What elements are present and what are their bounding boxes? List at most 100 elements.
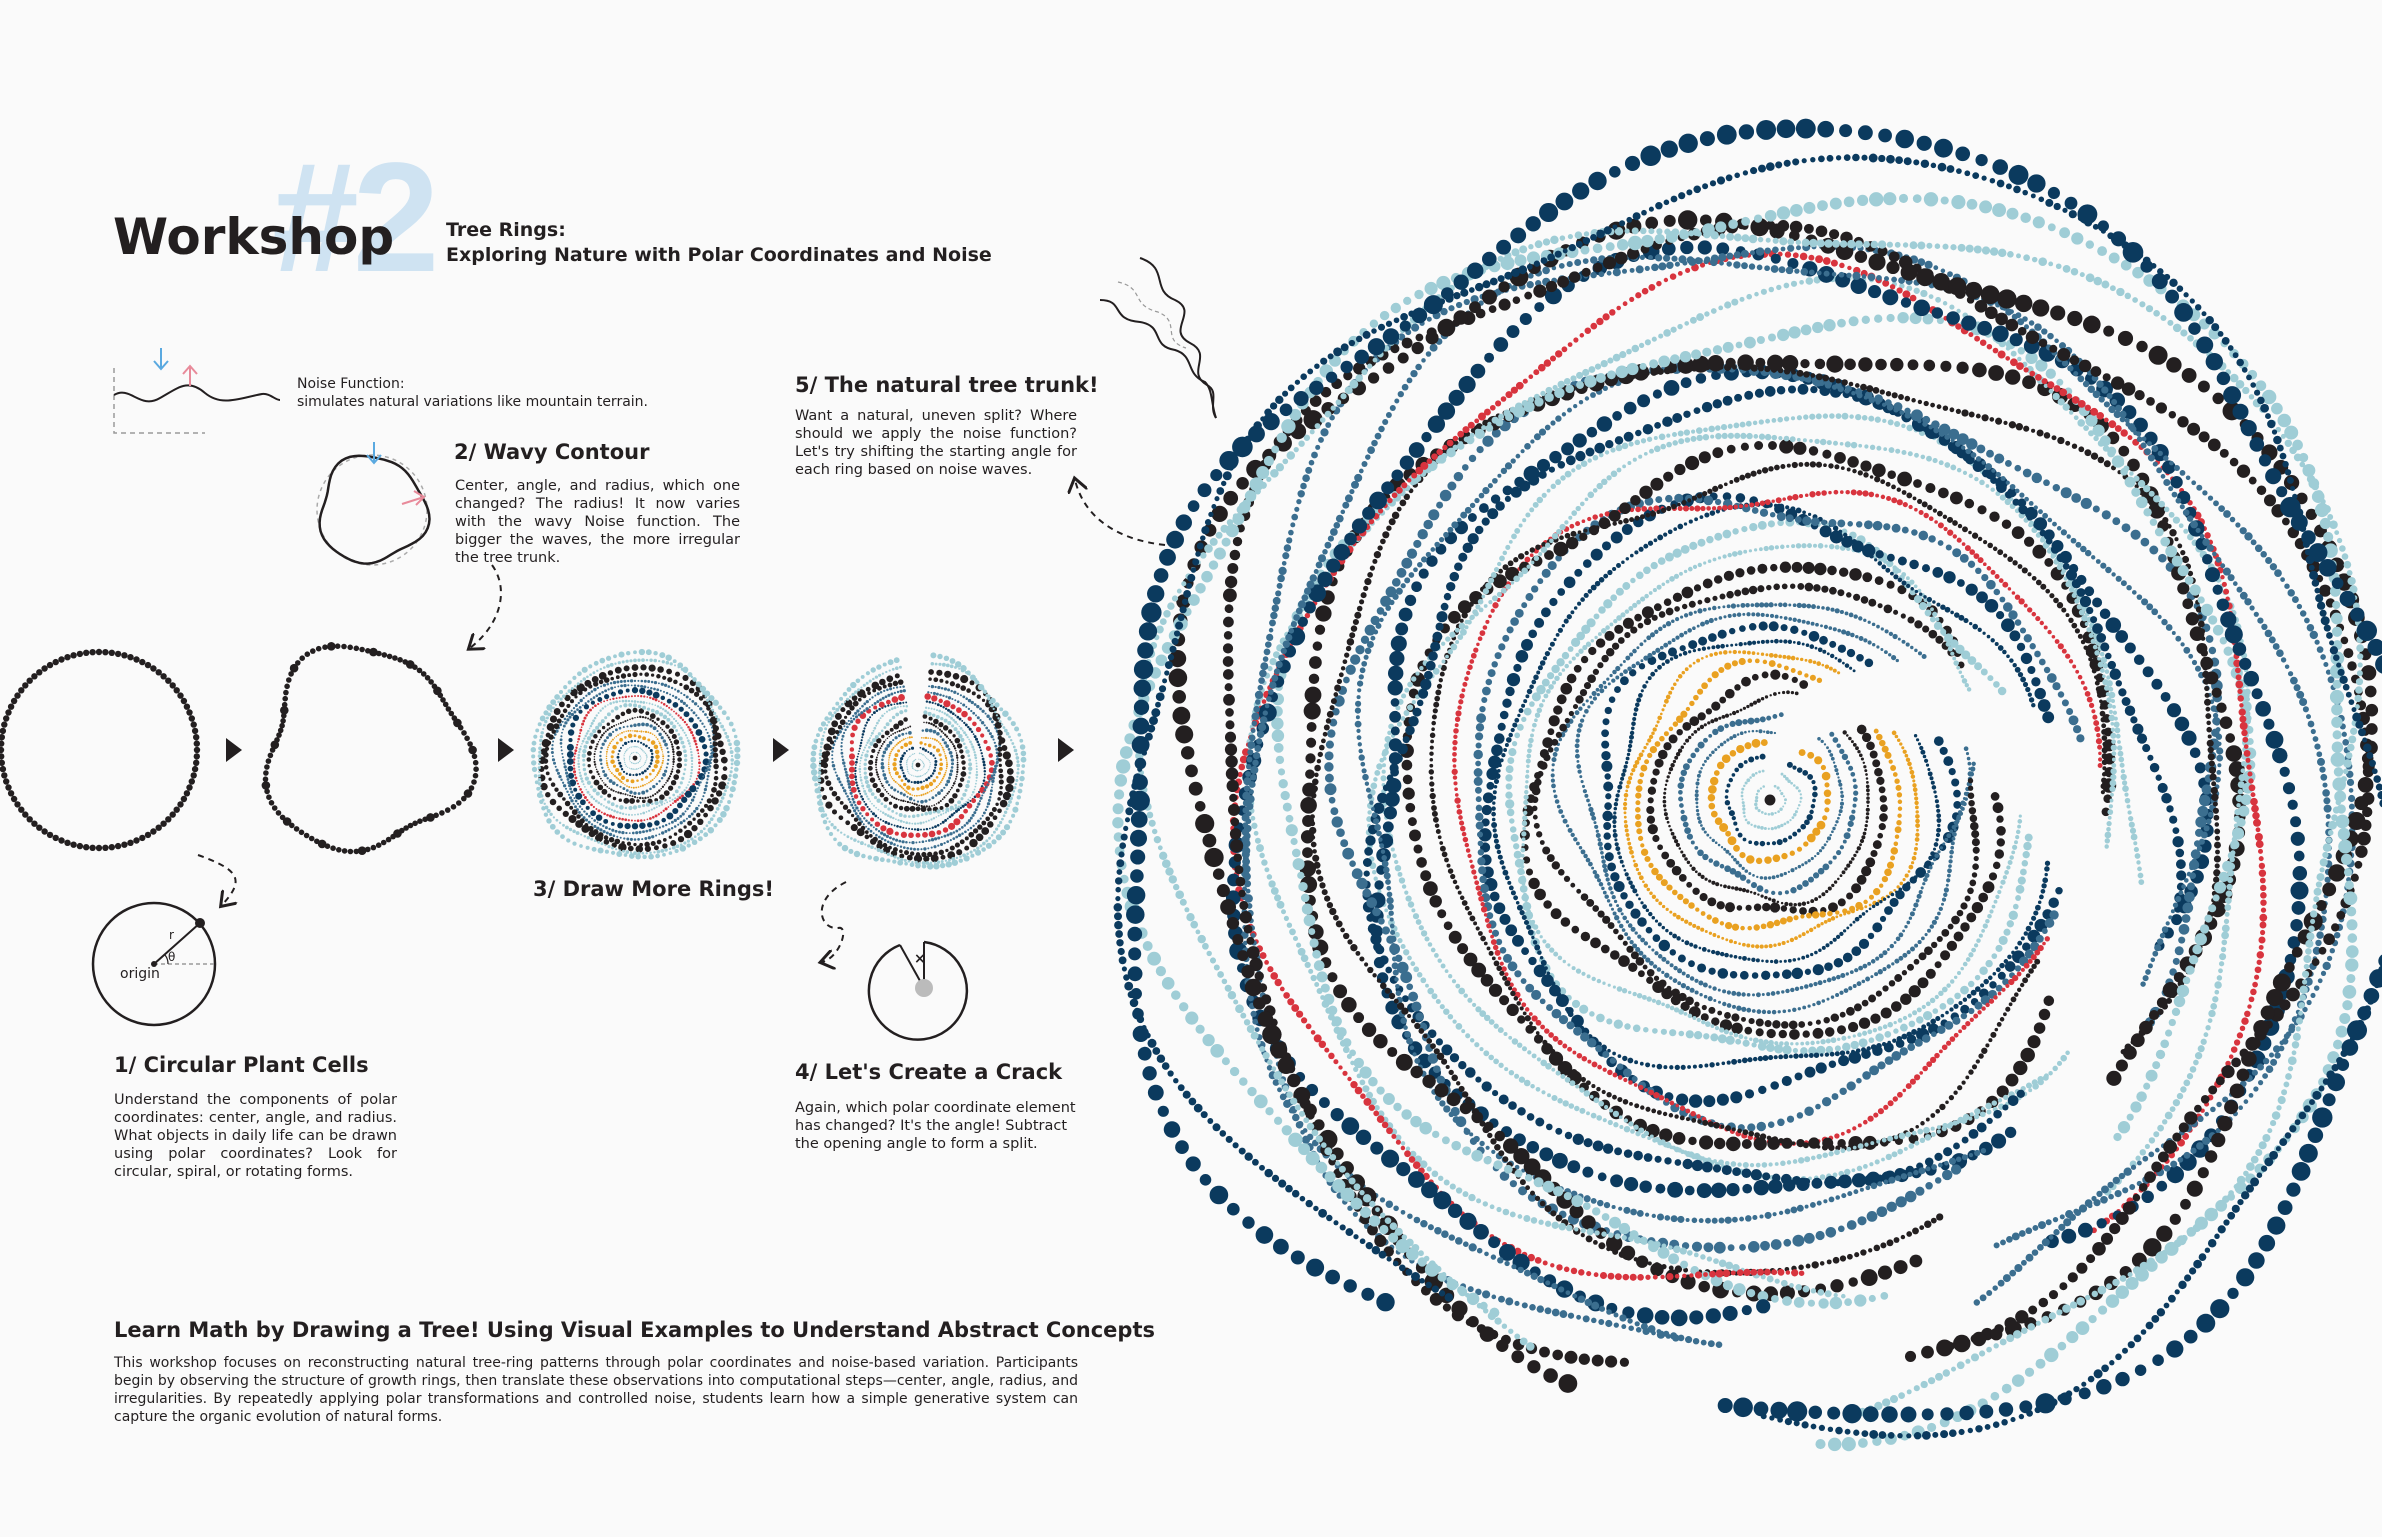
ring-dot — [970, 700, 974, 705]
ring-dot — [1874, 767, 1883, 777]
ring-dot — [929, 765, 931, 767]
ring-dot — [664, 807, 668, 811]
ring-dot — [587, 711, 590, 714]
ring-dot — [679, 699, 684, 703]
ring-dot — [602, 683, 607, 687]
ring-dot — [1728, 650, 1732, 654]
ring-dot — [1948, 864, 1952, 868]
ring-dot — [649, 696, 652, 700]
ring-dot — [689, 745, 692, 748]
ring-dot — [1996, 815, 2004, 823]
ring-dot — [648, 702, 651, 705]
ring-dot — [539, 738, 543, 743]
ring-dot — [727, 738, 731, 743]
ring-dot — [649, 851, 652, 855]
ring-dot — [974, 808, 978, 812]
ring-dot — [623, 837, 626, 840]
ring-dot — [1681, 971, 1686, 976]
ring-dot — [946, 779, 951, 784]
ring-dot — [907, 737, 909, 739]
ring-dot — [916, 813, 920, 818]
ring-dot — [983, 724, 986, 727]
ring-dot — [959, 727, 963, 730]
ring-dot — [1949, 855, 1953, 859]
ring-dot — [1730, 855, 1734, 859]
ring-dot — [856, 814, 860, 818]
ring-dot — [1558, 737, 1563, 742]
ring-dot — [1635, 820, 1642, 828]
ring-dot — [617, 822, 624, 829]
wavy-circle-dot — [412, 664, 418, 670]
ring-dot — [871, 748, 876, 753]
ring-dot — [1643, 941, 1649, 946]
ring-dot — [1744, 1026, 1753, 1035]
ring-dot — [893, 788, 897, 792]
ring-dot — [1741, 992, 1746, 997]
ring-dot — [1615, 846, 1621, 852]
ring-dot — [567, 781, 571, 785]
ring-dot — [1709, 653, 1714, 657]
ring-dot — [974, 680, 980, 685]
ring-dot — [613, 775, 616, 778]
ring-dot — [616, 835, 619, 838]
ring-dot — [966, 852, 969, 856]
ring-dot — [924, 706, 928, 709]
ring-dot — [707, 768, 711, 771]
circle-dot — [26, 677, 33, 684]
ring-dot — [848, 695, 852, 699]
ring-dot — [1846, 734, 1849, 737]
ring-dot — [642, 804, 646, 808]
ring-dot — [902, 820, 905, 824]
ring-dot — [1643, 883, 1649, 888]
ring-dot — [638, 708, 645, 714]
ring-dot — [1681, 670, 1686, 675]
ring-dot — [902, 772, 905, 775]
ring-dot — [695, 780, 700, 786]
ring-dot — [594, 747, 597, 751]
ring-dot — [825, 780, 832, 787]
ring-dot — [1813, 584, 1821, 592]
ring-dot — [645, 744, 648, 748]
ring-dot — [530, 746, 537, 753]
circle-dot — [46, 661, 54, 669]
ring-dot — [1773, 826, 1778, 830]
ring-dot — [1612, 815, 1617, 820]
ring-dot — [1627, 743, 1633, 749]
ring-dot — [982, 779, 986, 782]
ring-dot — [841, 734, 845, 738]
ring-dot — [909, 862, 915, 868]
ring-dot — [983, 766, 986, 770]
ring-dot — [662, 759, 664, 762]
ring-dot — [1839, 801, 1845, 806]
wavy-circle-dot — [471, 753, 478, 760]
ring-dot — [888, 801, 893, 805]
ring-dot — [1797, 864, 1802, 869]
ring-dot — [853, 809, 857, 813]
ring-dot — [1602, 890, 1607, 895]
ring-dot — [987, 798, 991, 802]
ring-dot — [924, 799, 928, 803]
ring-dot — [1594, 873, 1600, 879]
ring-dot — [975, 822, 978, 825]
ring-dot — [1826, 652, 1830, 656]
ring-dot — [964, 830, 967, 834]
ring-dot — [880, 782, 883, 785]
ring-dot — [1684, 919, 1689, 924]
ring-dot — [1676, 936, 1681, 941]
ring-dot — [1970, 821, 1979, 831]
ring-dot — [831, 754, 834, 757]
ring-dot — [1844, 867, 1848, 871]
ring-dot — [1680, 615, 1684, 619]
circle-dot — [144, 661, 152, 669]
ring-dot — [1856, 724, 1867, 735]
wavy-circle-dot — [274, 737, 280, 743]
ring-dot — [640, 730, 643, 733]
ring-dot — [1822, 863, 1830, 871]
ring-dot — [581, 739, 585, 743]
ring-dot — [907, 779, 911, 783]
ring-dot — [1723, 740, 1727, 744]
ring-dot — [699, 781, 702, 784]
ring-dot — [944, 754, 947, 757]
circle-dot — [0, 765, 7, 773]
ring-dot — [930, 789, 933, 792]
